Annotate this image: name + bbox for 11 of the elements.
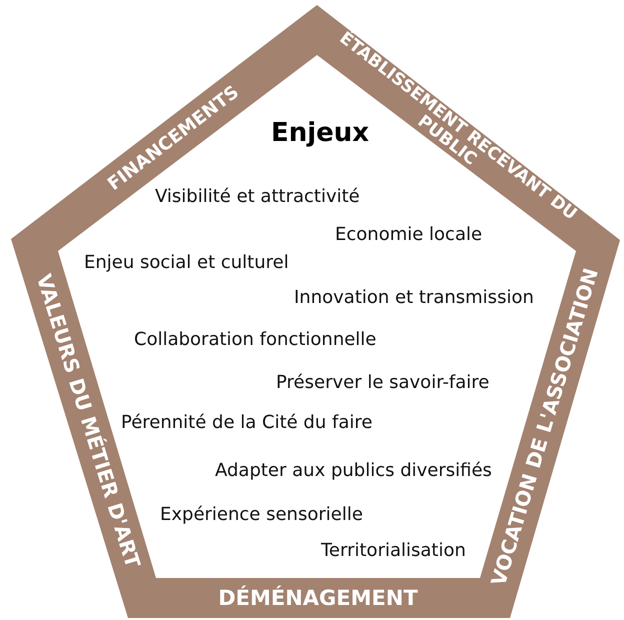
issue-label: Adapter aux publics diversifiés — [215, 460, 492, 481]
issue-label: Innovation et transmission — [294, 287, 534, 309]
issue-label: Expérience sensorielle — [160, 504, 363, 526]
issue-label: Pérennité de la Cité du faire — [121, 412, 372, 434]
issue-label: Visibilité et attractivité — [155, 186, 360, 208]
issue-label: Enjeu social et culturel — [84, 252, 289, 274]
issue-label: Territorialisation — [321, 540, 466, 562]
issue-label: Collaboration fonctionnelle — [134, 329, 376, 351]
side-label: DÉMÉNAGEMENT — [218, 586, 418, 610]
issue-label: Préserver le savoir-faire — [276, 372, 490, 394]
issue-label: Economie locale — [335, 224, 482, 246]
